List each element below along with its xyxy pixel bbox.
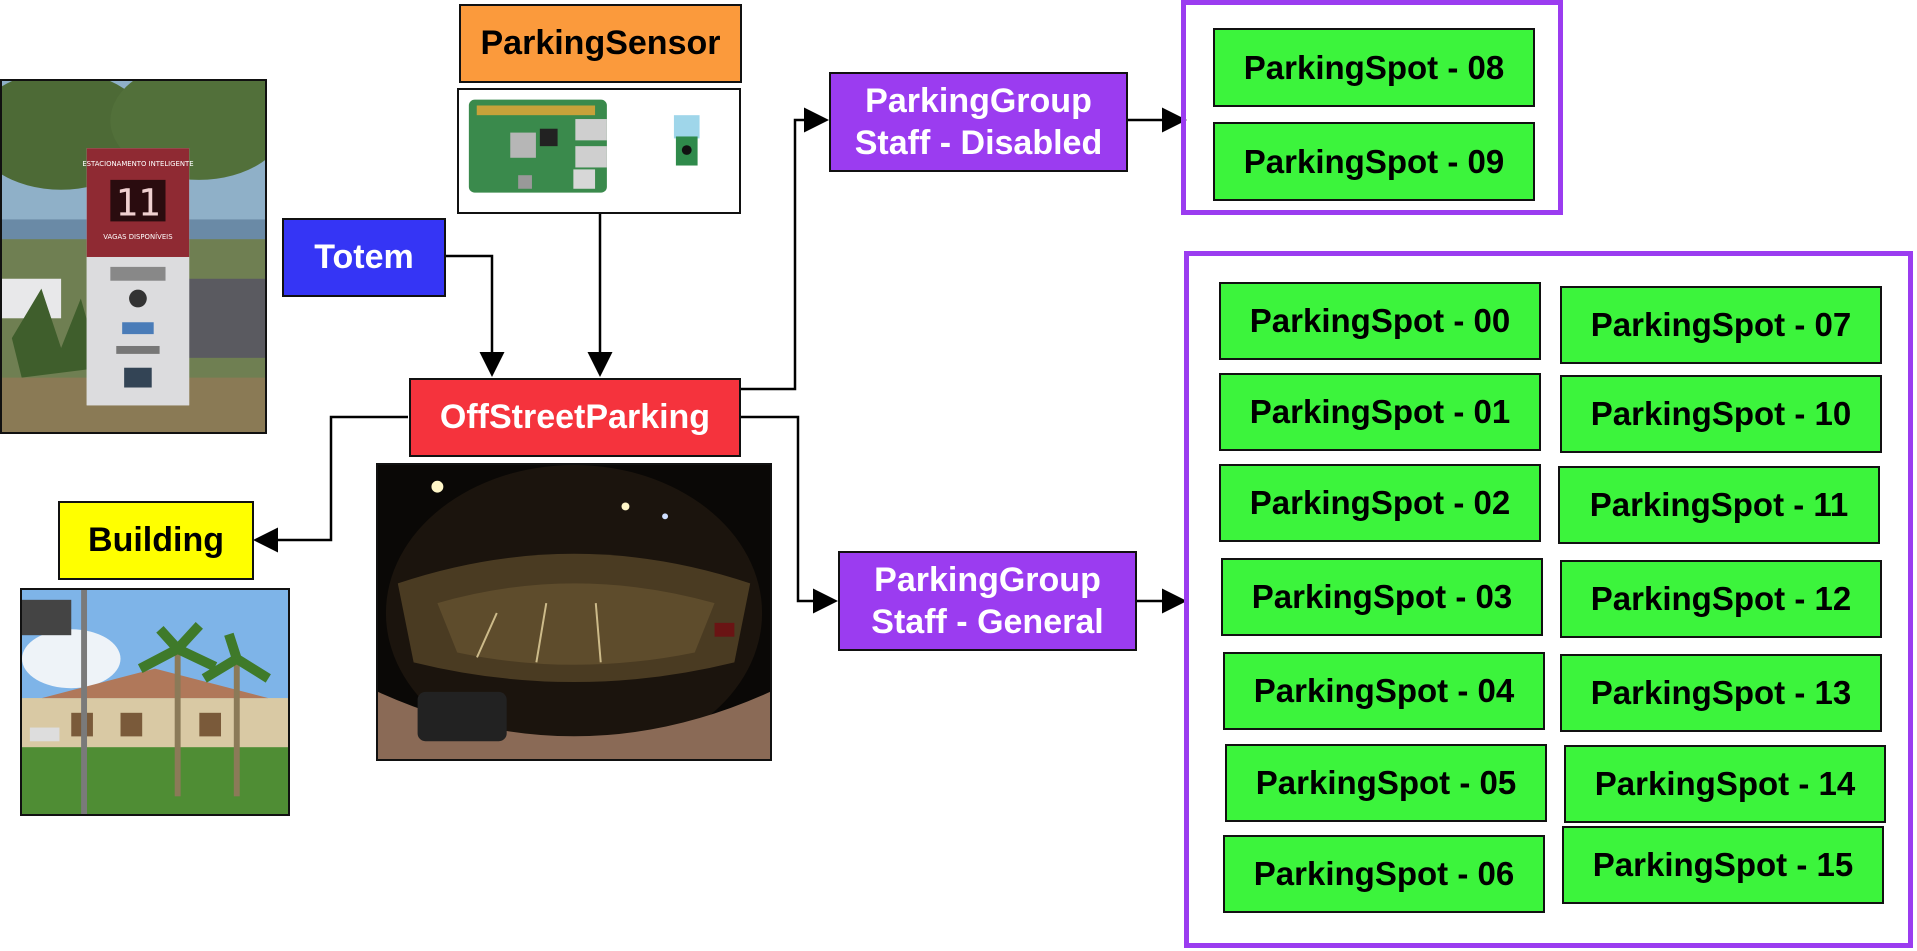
parking-spot-09: ParkingSpot - 09 (1213, 122, 1535, 201)
disabled-spots-frame (1181, 0, 1563, 215)
parking-group-general-node: ParkingGroup Staff - General (838, 551, 1137, 651)
totem-sign-header: ESTACIONAMENTO INTELIGENTE (82, 160, 193, 168)
totem-sign-footer: VAGAS DISPONÍVEIS (103, 232, 172, 241)
fisheye-parking-lot-photo (376, 463, 772, 761)
parking-spot-04: ParkingSpot - 04 (1223, 652, 1545, 730)
parking-spot-05: ParkingSpot - 05 (1225, 744, 1547, 822)
building-node: Building (58, 501, 254, 580)
parking-spot-07: ParkingSpot - 07 (1560, 286, 1882, 364)
parking-spot-02: ParkingSpot - 02 (1219, 464, 1541, 542)
parking-spot-11: ParkingSpot - 11 (1558, 466, 1880, 544)
parking-spot-15: ParkingSpot - 15 (1562, 826, 1884, 904)
parking-sensor-node: ParkingSensor (459, 4, 742, 83)
parking-spot-12: ParkingSpot - 12 (1560, 560, 1882, 638)
parking-group-general-line2: Staff - General (871, 603, 1104, 641)
parking-group-disabled-line1: ParkingGroup (865, 81, 1092, 120)
parking-spot-10: ParkingSpot - 10 (1560, 375, 1882, 453)
parking-spot-08: ParkingSpot - 08 (1213, 28, 1535, 107)
totem-sign-digits: 11 (115, 180, 160, 224)
building-label: Building (88, 521, 224, 560)
general-spots-frame (1184, 251, 1913, 948)
parking-spot-03: ParkingSpot - 03 (1221, 558, 1543, 636)
totem-node: Totem (282, 218, 446, 297)
edge-totem-offstreet (445, 254, 505, 377)
parking-group-general-line1: ParkingGroup (874, 560, 1101, 599)
parking-group-disabled-line2: Staff - Disabled (854, 124, 1103, 162)
offstreet-parking-label: OffStreetParking (439, 398, 711, 437)
totem-label: Totem (314, 238, 414, 277)
parking-spot-14: ParkingSpot - 14 (1564, 745, 1886, 823)
parking-group-disabled-node: ParkingGroup Staff - Disabled (829, 72, 1128, 172)
parking-spot-13: ParkingSpot - 13 (1560, 654, 1882, 732)
edge-offstreet-disabled (740, 107, 829, 391)
parking-totem-photo: ESTACIONAMENTO INTELIGENTE 11 VAGAS DISP… (0, 79, 267, 434)
offstreet-parking-node: OffStreetParking (409, 378, 741, 457)
raspberry-pi-camera-photo (457, 88, 741, 214)
parking-spot-06: ParkingSpot - 06 (1223, 835, 1545, 913)
parking-spot-00: ParkingSpot - 00 (1219, 282, 1541, 360)
parking-spot-01: ParkingSpot - 01 (1219, 373, 1541, 451)
building-photo (20, 588, 290, 816)
parking-sensor-label: ParkingSensor (480, 24, 721, 63)
